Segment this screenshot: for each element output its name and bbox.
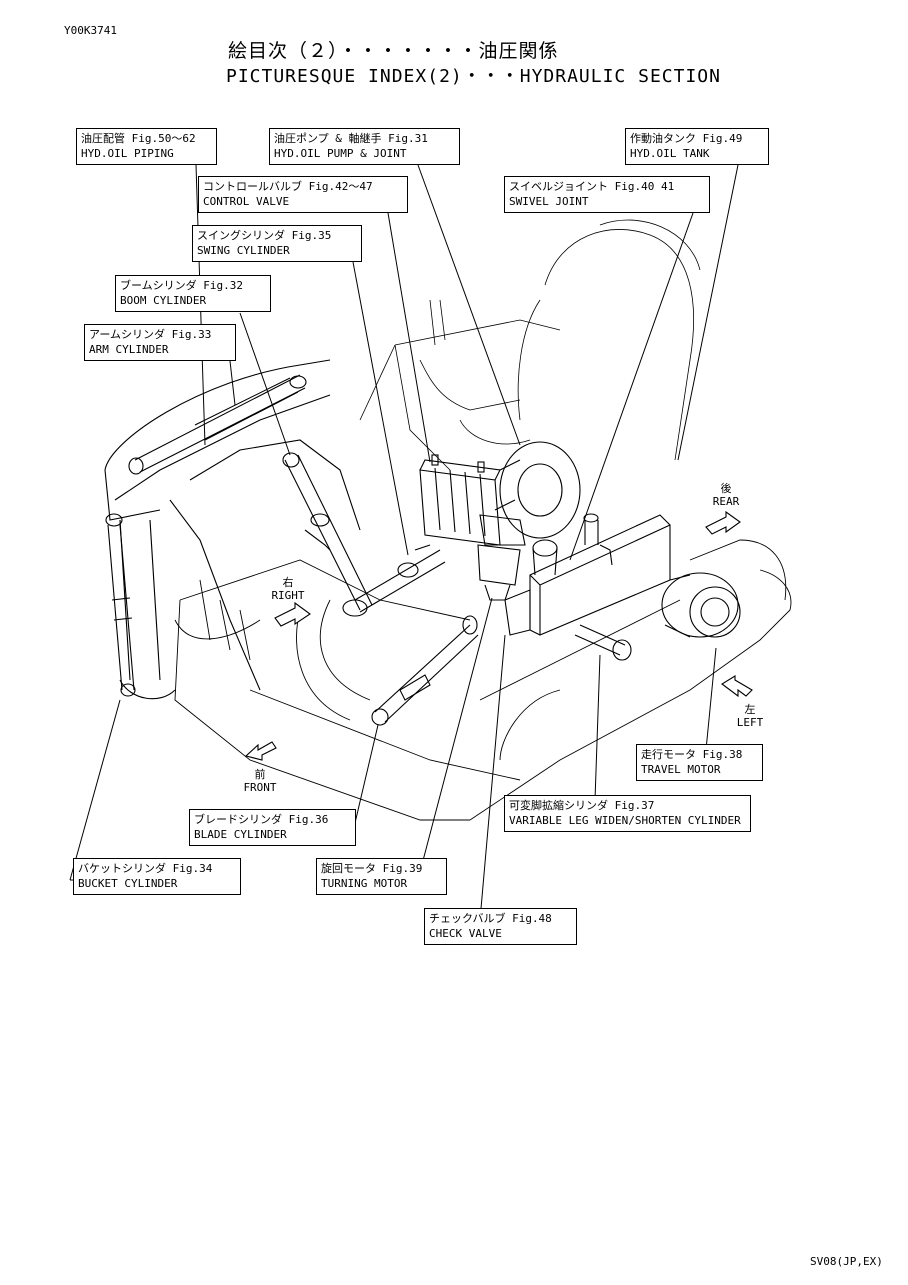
callout-hyd-oil-tank: 作動油タンク Fig.49 HYD.OIL TANK xyxy=(625,128,769,165)
callout-check-valve: チェックバルブ Fig.48 CHECK VALVE xyxy=(424,908,577,945)
callout-jp: 作動油タンク Fig.49 xyxy=(630,132,743,145)
direction-right-jp: 右 xyxy=(282,576,294,589)
callout-travel-motor: 走行モータ Fig.38 TRAVEL MOTOR xyxy=(636,744,763,781)
footer-model-code: SV08(JP,EX) xyxy=(810,1255,883,1268)
callout-arm-cylinder: アームシリンダ Fig.33 ARM CYLINDER xyxy=(84,324,236,361)
swivel-joint-shape xyxy=(532,539,558,576)
callout-variable-leg: 可変脚拡縮シリンダ Fig.37 VARIABLE LEG WIDEN/SHOR… xyxy=(504,795,751,832)
callout-en: BOOM CYLINDER xyxy=(120,294,207,307)
document-id: Y00K3741 xyxy=(64,24,117,37)
direction-rear-jp: 後 xyxy=(720,482,732,495)
pump-shape xyxy=(477,441,581,601)
direction-left-en: LEFT xyxy=(736,716,764,729)
callout-en: BUCKET CYLINDER xyxy=(78,877,178,890)
callout-en: HYD.OIL TANK xyxy=(630,147,710,160)
front-arrow-icon xyxy=(244,741,277,761)
callout-control-valve: コントロールバルブ Fig.42～47 CONTROL VALVE xyxy=(198,176,408,213)
callout-jp: 可変脚拡縮シリンダ Fig.37 xyxy=(509,799,655,812)
callout-en: TURNING MOTOR xyxy=(321,877,408,890)
callout-en: CHECK VALVE xyxy=(429,927,502,940)
arm-cylinder-shape xyxy=(128,374,307,475)
callout-en: SWIVEL JOINT xyxy=(509,195,589,208)
direction-rear-en: REAR xyxy=(712,495,740,508)
bucket-cylinder-shape xyxy=(105,513,136,697)
direction-front: 前 FRONT xyxy=(238,768,282,794)
boom-frame xyxy=(104,359,361,700)
callout-swing-cylinder: スイングシリンダ Fig.35 SWING CYLINDER xyxy=(192,225,362,262)
callout-en: CONTROL VALVE xyxy=(203,195,290,208)
callout-en: BLADE CYLINDER xyxy=(194,828,287,841)
callout-blade-cylinder: ブレードシリンダ Fig.36 BLADE CYLINDER xyxy=(189,809,356,846)
direction-rear: 後 REAR xyxy=(708,482,744,508)
callout-jp: バケットシリンダ Fig.34 xyxy=(78,862,213,875)
callout-bucket-cylinder: バケットシリンダ Fig.34 BUCKET CYLINDER xyxy=(73,858,241,895)
right-arrow-icon xyxy=(274,601,311,627)
callout-en: VARIABLE LEG WIDEN/SHORTEN CYLINDER xyxy=(509,814,741,827)
direction-right-en: RIGHT xyxy=(271,589,305,602)
callout-en: SWING CYLINDER xyxy=(197,244,290,257)
callout-boom-cylinder: ブームシリンダ Fig.32 BOOM CYLINDER xyxy=(115,275,271,312)
page-title-en: PICTURESQUE INDEX(2)・・・HYDRAULIC SECTION xyxy=(226,66,721,87)
callout-jp: 走行モータ Fig.38 xyxy=(641,748,743,761)
direction-right: 右 RIGHT xyxy=(266,576,310,602)
callout-jp: スイングシリンダ Fig.35 xyxy=(197,229,332,242)
callout-en: HYD.OIL PIPING xyxy=(81,147,174,160)
control-valve-shape xyxy=(419,454,501,546)
left-arrow-icon xyxy=(721,675,753,698)
callout-jp: チェックバルブ Fig.48 xyxy=(429,912,552,925)
rear-arrow-icon xyxy=(705,510,741,535)
cab-outline xyxy=(359,219,701,471)
direction-arrows xyxy=(244,510,753,761)
callout-en: HYD.OIL PUMP & JOINT xyxy=(274,147,407,160)
direction-left-jp: 左 xyxy=(744,703,756,716)
callout-jp: スイベルジョイント Fig.40 41 xyxy=(509,180,675,193)
callout-jp: 旋回モータ Fig.39 xyxy=(321,862,423,875)
oil-tank-shape xyxy=(504,513,671,636)
blade-cylinder-shape xyxy=(371,615,479,726)
direction-left: 左 LEFT xyxy=(732,703,768,729)
direction-front-jp: 前 xyxy=(254,768,266,781)
callout-swivel-joint: スイベルジョイント Fig.40 41 SWIVEL JOINT xyxy=(504,176,710,213)
callout-jp: ブレードシリンダ Fig.36 xyxy=(194,813,329,826)
travel-motor-shape xyxy=(661,572,741,638)
callout-jp: コントロールバルブ Fig.42～47 xyxy=(203,180,373,193)
page-title-jp: 絵目次（２）・・・・・・・油圧関係 xyxy=(228,40,559,62)
callout-hyd-oil-piping: 油圧配管 Fig.50～62 HYD.OIL PIPING xyxy=(76,128,217,165)
callout-hyd-oil-pump-joint: 油圧ポンプ & 軸継手 Fig.31 HYD.OIL PUMP & JOINT xyxy=(269,128,460,165)
callout-jp: 油圧配管 Fig.50～62 xyxy=(81,132,196,145)
callout-en: ARM CYLINDER xyxy=(89,343,169,356)
callout-turning-motor: 旋回モータ Fig.39 TURNING MOTOR xyxy=(316,858,447,895)
callout-jp: アームシリンダ Fig.33 xyxy=(89,328,212,341)
callout-jp: 油圧ポンプ & 軸継手 Fig.31 xyxy=(274,132,428,145)
callout-jp: ブームシリンダ Fig.32 xyxy=(120,279,244,292)
direction-front-en: FRONT xyxy=(243,781,277,794)
swing-cylinder-shape xyxy=(354,544,446,613)
callout-en: TRAVEL MOTOR xyxy=(641,763,721,776)
variable-leg-shape xyxy=(574,624,632,661)
